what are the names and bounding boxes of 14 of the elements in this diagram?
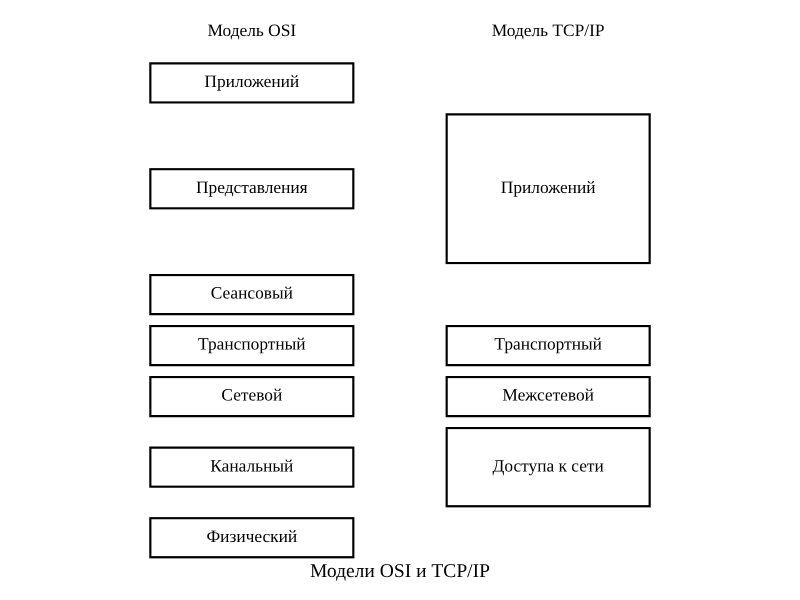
- node-box: Доступа к сети: [446, 427, 651, 508]
- node-box: Транспортный: [446, 324, 651, 366]
- node-box: Приложений: [149, 62, 354, 104]
- node-box: Транспортный: [149, 324, 354, 366]
- node-box: Сетевой: [149, 376, 354, 418]
- caption: Модели OSI и TCP/IP: [310, 561, 490, 582]
- node-box: Сеансовый: [149, 274, 354, 316]
- node-box: Физический: [149, 517, 354, 558]
- label: Модель TCP/IP: [492, 21, 605, 40]
- node-box: Представления: [149, 168, 354, 210]
- node-box: Межсетевой: [446, 376, 651, 418]
- label: Модель OSI: [208, 21, 296, 40]
- node-box: Канальный: [149, 446, 354, 488]
- node-box: Приложений: [446, 113, 651, 264]
